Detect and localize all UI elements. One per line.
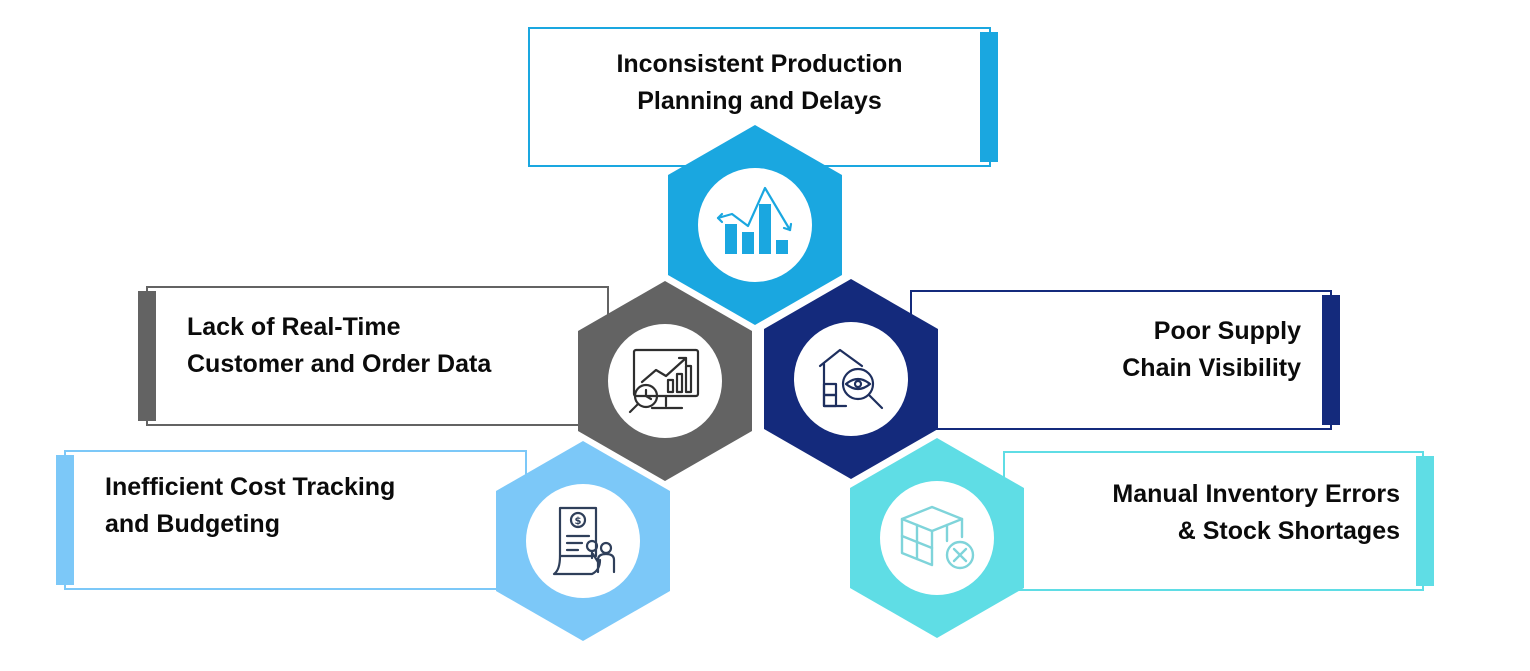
card-cost-tracking-label: Inefficient Cost Tracking and Budgeting (105, 473, 396, 538)
card-supply-chain-label: Poor Supply Chain Visibility (1122, 317, 1301, 382)
hex-inventory (850, 438, 1024, 638)
card-production-accent (980, 32, 998, 162)
hex-production (668, 125, 842, 325)
svg-text:$: $ (575, 516, 582, 527)
card-inventory (1003, 451, 1424, 591)
card-cost-tracking-accent (56, 455, 74, 585)
hex-supply-chain (764, 279, 938, 479)
card-supply-chain-accent (1322, 295, 1340, 425)
bar-chart-trend-icon (716, 186, 793, 254)
invoice-person-icon: $ (552, 506, 616, 576)
hex-customer-data (578, 281, 752, 481)
card-customer-data-label: Lack of Real-Time Customer and Order Dat… (187, 313, 492, 378)
card-production-label: Inconsistent Production Planning and Del… (616, 50, 903, 115)
warehouse-eye-icon (818, 348, 884, 410)
card-inventory-label: Manual Inventory Errors & Stock Shortage… (1112, 480, 1400, 545)
boxes-error-icon (900, 505, 975, 570)
monitor-analytics-icon (628, 348, 700, 414)
card-customer-data-accent (138, 291, 156, 421)
hex-cost-tracking: $ (496, 441, 670, 641)
card-cost-tracking (64, 450, 527, 590)
card-inventory-accent (1416, 456, 1434, 586)
